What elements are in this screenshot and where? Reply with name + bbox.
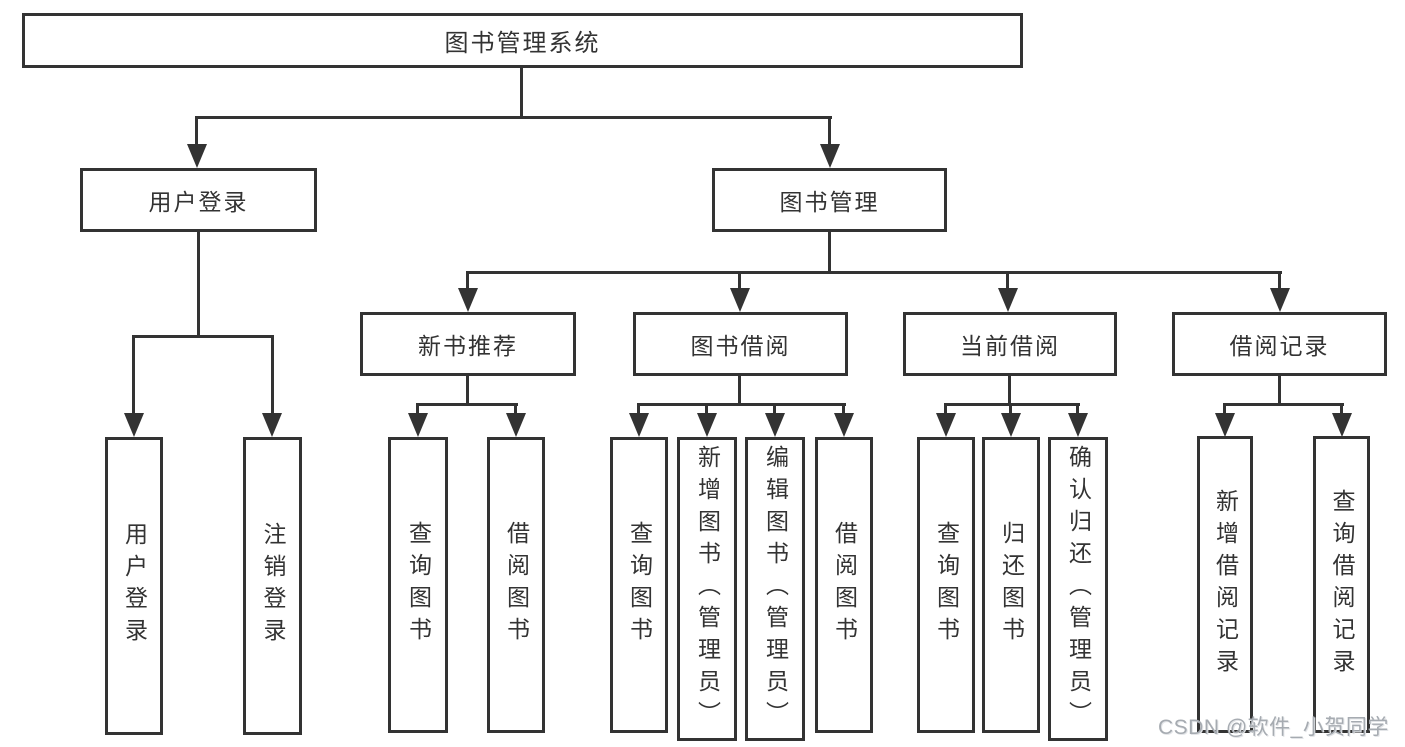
- leaf-borrow-books-label: 借阅图书: [831, 521, 858, 649]
- connector-book-mgmt-rail: [466, 271, 1282, 274]
- connector-drop-borrow-record: [1278, 271, 1281, 291]
- leaf-query-books-current-label: 查询图书: [933, 521, 960, 649]
- leaf-add-book-admin-label: 新增图书（管理员）: [694, 445, 721, 733]
- node-current-borrow-label: 当前借阅: [960, 333, 1060, 359]
- connector-book-mgmt-stem: [828, 232, 831, 274]
- leaf-return-book: 归还图书: [982, 437, 1040, 733]
- connector-new-book-rec-stem: [466, 376, 469, 405]
- leaf-query-books-borrow: 查询图书: [610, 437, 668, 733]
- arrow-down-icon: [765, 413, 785, 437]
- connector-book-borrow-rail: [637, 403, 846, 406]
- node-borrow-record: 借阅记录: [1172, 312, 1387, 376]
- node-book-borrow: 图书借阅: [633, 312, 848, 376]
- connector-drop-leaf: [514, 403, 517, 415]
- arrow-down-icon: [506, 413, 526, 437]
- connector-drop-book-mgmt: [828, 116, 831, 146]
- connector-drop-book-borrow: [738, 271, 741, 291]
- leaf-confirm-return-admin-label: 确认归还（管理员）: [1065, 445, 1092, 733]
- node-root: 图书管理系统: [22, 13, 1023, 68]
- leaf-query-books-rec-label: 查询图书: [405, 521, 432, 649]
- leaf-logout-login-label: 注销登录: [260, 522, 286, 650]
- arrow-down-icon: [187, 144, 207, 168]
- connector-drop-leaf: [944, 403, 947, 415]
- connector-borrow-record-stem: [1278, 375, 1281, 405]
- connector-root-stem: [520, 66, 523, 119]
- leaf-add-borrow-record-label: 新增借阅记录: [1212, 488, 1239, 681]
- leaf-user-login: 用户登录: [105, 437, 163, 735]
- leaf-edit-book-admin: 编辑图书（管理员）: [745, 437, 805, 741]
- connector-drop-leaf: [1223, 403, 1226, 415]
- arrow-down-icon: [1215, 413, 1235, 437]
- connector-drop-leaf: [271, 335, 274, 415]
- connector-drop-current-borrow: [1006, 271, 1009, 291]
- arrow-down-icon: [834, 413, 854, 437]
- connector-drop-leaf: [1009, 403, 1012, 415]
- node-user-login-label: 用户登录: [148, 189, 249, 215]
- connector-root-rail: [195, 116, 832, 119]
- leaf-add-borrow-record: 新增借阅记录: [1197, 436, 1253, 733]
- leaf-borrow-books: 借阅图书: [815, 437, 873, 733]
- connector-drop-leaf: [1340, 403, 1343, 415]
- connector-user-login-stem: [197, 230, 200, 338]
- leaf-query-books-rec: 查询图书: [388, 437, 448, 733]
- arrow-down-icon: [458, 288, 478, 312]
- csdn-watermark: CSDN @软件_小贺同学: [1158, 716, 1389, 739]
- arrow-down-icon: [730, 288, 750, 312]
- node-new-book-rec: 新书推荐: [360, 312, 576, 376]
- connector-drop-leaf: [773, 403, 776, 415]
- arrow-down-icon: [262, 413, 282, 437]
- node-current-borrow: 当前借阅: [903, 312, 1117, 376]
- node-book-borrow-label: 图书借阅: [690, 333, 791, 359]
- arrow-down-icon: [1068, 413, 1088, 437]
- connector-drop-leaf: [842, 403, 845, 415]
- arrow-down-icon: [1001, 413, 1021, 437]
- connector-new-book-rec-rail: [416, 403, 518, 406]
- connector-drop-leaf: [637, 403, 640, 415]
- arrow-down-icon: [408, 413, 428, 437]
- connector-book-borrow-stem: [738, 376, 741, 405]
- connector-drop-leaf: [705, 403, 708, 415]
- connector-current-borrow-stem: [1008, 375, 1011, 405]
- arrow-down-icon: [124, 413, 144, 437]
- node-book-mgmt-label: 图书管理: [779, 189, 880, 215]
- leaf-return-book-label: 归还图书: [998, 521, 1025, 649]
- leaf-user-login-label: 用户登录: [121, 522, 148, 650]
- leaf-borrow-books-rec: 借阅图书: [487, 437, 545, 733]
- arrow-down-icon: [998, 288, 1018, 312]
- node-new-book-rec-label: 新书推荐: [418, 333, 518, 359]
- connector-drop-leaf: [132, 335, 135, 415]
- arrow-down-icon: [697, 413, 717, 437]
- leaf-borrow-books-rec-label: 借阅图书: [503, 521, 530, 649]
- arrow-down-icon: [820, 144, 840, 168]
- connector-drop-leaf: [416, 403, 419, 415]
- connector-drop-user-login: [195, 116, 198, 146]
- connector-current-borrow-rail: [944, 403, 1080, 406]
- leaf-logout-login: 注销登录: [243, 437, 302, 735]
- node-user-login: 用户登录: [80, 168, 317, 232]
- arrow-down-icon: [1270, 288, 1290, 312]
- leaf-edit-book-admin-label: 编辑图书（管理员）: [762, 445, 789, 733]
- arrow-down-icon: [629, 413, 649, 437]
- leaf-query-books-borrow-label: 查询图书: [626, 521, 653, 649]
- leaf-query-books-current: 查询图书: [917, 437, 975, 733]
- arrow-down-icon: [936, 413, 956, 437]
- arrow-down-icon: [1332, 413, 1352, 437]
- connector-user-login-rail: [132, 335, 274, 338]
- leaf-confirm-return-admin: 确认归还（管理员）: [1048, 437, 1108, 741]
- connector-borrow-record-rail: [1223, 403, 1344, 406]
- node-root-label: 图书管理系统: [444, 30, 601, 57]
- node-borrow-record-label: 借阅记录: [1229, 333, 1330, 359]
- leaf-add-book-admin: 新增图书（管理员）: [677, 437, 737, 741]
- connector-drop-new-book-rec: [466, 271, 469, 291]
- leaf-query-borrow-record-label: 查询借阅记录: [1329, 488, 1355, 681]
- node-book-mgmt: 图书管理: [712, 168, 947, 232]
- leaf-query-borrow-record: 查询借阅记录: [1313, 436, 1370, 733]
- connector-drop-leaf: [1076, 403, 1079, 415]
